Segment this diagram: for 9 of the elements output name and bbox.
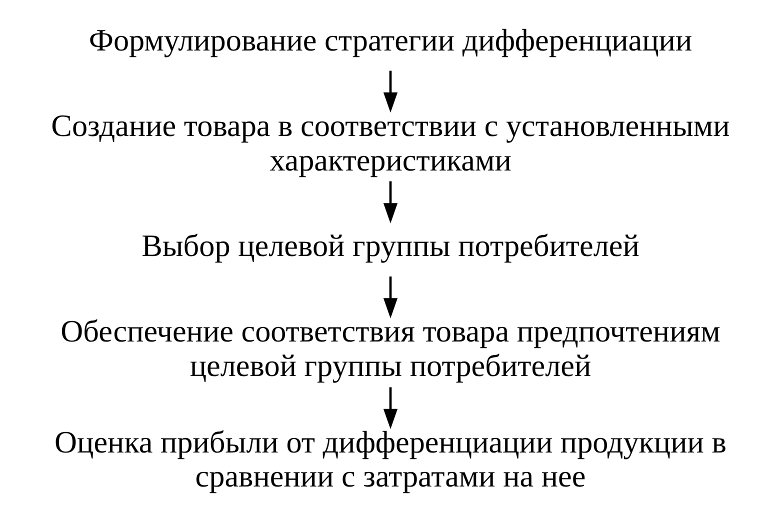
arrow (382, 181, 398, 224)
arrow (382, 387, 398, 430)
node-text: Выбор целевой группы потребителей (141, 228, 639, 263)
node-text: Обеспечение соответствия товара предпочтениям целевой группы потребителей (60, 314, 720, 384)
arrow (382, 276, 398, 318)
arrow (382, 70, 398, 113)
node-text: Формулирование стратегии дифференциации (88, 22, 692, 58)
node-text: Оценка прибыли от дифференциации продукции в сравнении с затратами на нее (54, 424, 726, 494)
node-text: Создание товара в соответствии с установленными характеристиками (50, 108, 730, 178)
